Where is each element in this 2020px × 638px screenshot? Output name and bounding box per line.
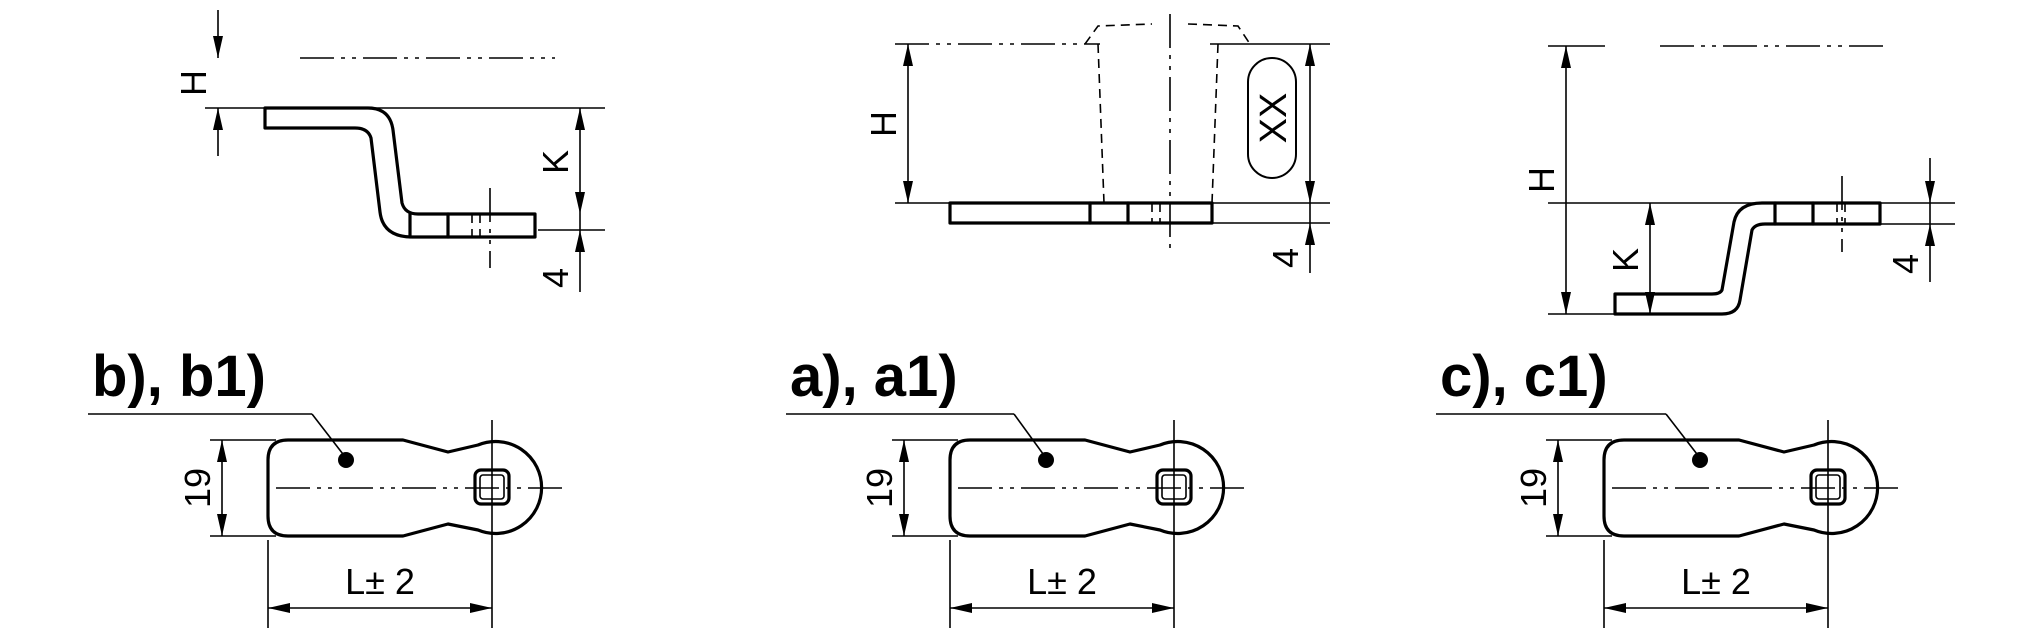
view-a-side: H XX 4 (863, 14, 1330, 273)
view-c-plan: c), c1) 19 L± 2 (1436, 344, 1901, 628)
view-c-dim-length: L± 2 (1681, 561, 1751, 602)
view-b-dim-4: 4 (535, 268, 576, 288)
view-c-dim-k: K (1605, 248, 1646, 272)
view-a-tab-outline (948, 438, 1226, 538)
view-b-side: H K 4 (173, 10, 605, 292)
view-c-dim-4: 4 (1885, 254, 1926, 274)
view-b-part-outline (263, 106, 537, 239)
view-c-tab-outline (1602, 438, 1880, 538)
view-b-marking-dot (338, 452, 354, 468)
view-c-dim-width: 19 (1513, 468, 1554, 508)
view-b-plan: b), b1) 19 L± 2 (88, 344, 565, 628)
view-b-dim-h: H (173, 70, 214, 96)
view-c-label: c), c1) (1440, 344, 1608, 409)
view-b-dim-width: 19 (177, 468, 218, 508)
view-a-marking-dot (1038, 452, 1054, 468)
view-a-part-outline (948, 201, 1214, 225)
view-c-side: H K 4 (1521, 45, 1955, 316)
view-b-dim-length: L± 2 (345, 561, 415, 602)
view-c-dim-h: H (1521, 167, 1562, 193)
view-c-marking-dot (1692, 452, 1708, 468)
view-a-plan: a), a1) 19 L± 2 (786, 344, 1247, 628)
view-a-label: a), a1) (790, 344, 958, 409)
view-b-tab-outline (266, 438, 544, 538)
view-b-label: b), b1) (92, 344, 266, 409)
view-a-dim-h: H (863, 111, 904, 137)
view-c-part-outline (1613, 201, 1882, 316)
view-a-marking-box (1247, 57, 1297, 179)
view-a-dim-length: L± 2 (1027, 561, 1097, 602)
view-b-dim-k: K (535, 150, 576, 174)
view-a-dim-width: 19 (859, 468, 900, 508)
view-a-marking: XX (1253, 93, 1295, 144)
view-a-dim-4: 4 (1265, 248, 1306, 268)
